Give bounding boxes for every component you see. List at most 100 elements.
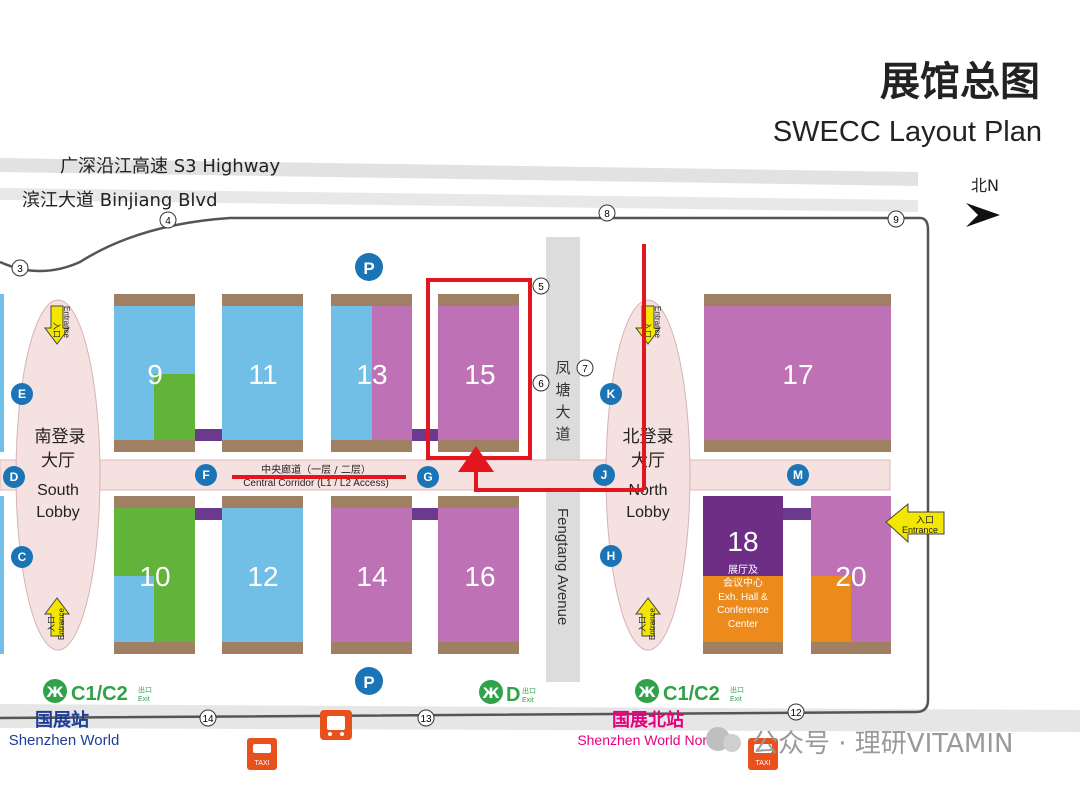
svg-text:13: 13 — [420, 714, 432, 725]
hall-10-label: 10 — [139, 561, 170, 592]
svg-text:C: C — [18, 550, 27, 564]
svg-text:Entrance: Entrance — [902, 525, 938, 535]
highway-label: 广深沿江高速 S3 Highway — [60, 156, 280, 177]
hall-14[interactable]: 14 — [331, 496, 412, 654]
svg-text:Exit: Exit — [522, 697, 534, 704]
hall-13-label: 13 — [356, 359, 387, 390]
gate-6-marker: 6 — [532, 374, 550, 392]
svg-text:TAXI: TAXI — [254, 760, 269, 767]
taxi-north-icon: TAXI — [748, 738, 778, 770]
hall-15[interactable]: 15 — [438, 294, 519, 452]
svg-text:H: H — [607, 549, 616, 563]
hall-13[interactable]: 13 — [331, 294, 412, 452]
bus-icon — [320, 710, 352, 740]
hall-18-sub-en-2: Conference — [717, 605, 769, 616]
corridor-label-en: Central Corridor (L1 / L2 Access) — [243, 478, 389, 489]
hall-15-label: 15 — [464, 359, 495, 390]
metro-exit-c1c2-south: Ж C1/C2 出口 Exit — [43, 679, 152, 705]
hall-18-sub-cn-1: 展厅及 — [728, 564, 758, 576]
gate-12-marker: 12 — [787, 703, 805, 721]
gate-5-marker: 5 — [532, 277, 550, 295]
hall-12-label: 12 — [247, 561, 278, 592]
svg-text:道: 道 — [555, 425, 570, 443]
metro-exit-d: Ж D 出口 Exit — [479, 680, 536, 706]
svg-text:Entrance: Entrance — [57, 607, 66, 640]
svg-text:大: 大 — [555, 403, 570, 421]
hall-18[interactable]: 18 展厅及 会议中心 Exh. Hall & Conference Cente… — [703, 496, 783, 654]
station-south-cn: 国展站 — [35, 709, 89, 731]
svg-text:D: D — [10, 470, 19, 484]
svg-text:公众号 · 理研VITAMIN: 公众号 · 理研VITAMIN — [752, 729, 1013, 759]
hall-9-label: 9 — [147, 359, 163, 390]
entrance-north-top-icon: 入口 Entrance — [635, 305, 662, 345]
svg-text:入口: 入口 — [916, 515, 934, 526]
gate-14-marker: 14 — [199, 709, 217, 727]
svg-text:出口: 出口 — [138, 685, 152, 694]
hall-18-sub-cn-2: 会议中心 — [723, 576, 763, 589]
hall-20-label: 20 — [835, 561, 866, 592]
svg-text:8: 8 — [604, 209, 610, 220]
svg-text:Entrance: Entrance — [648, 607, 657, 640]
hall-11[interactable]: 11 — [222, 294, 303, 452]
taxi-south-icon: TAXI — [247, 738, 277, 770]
metro-exit-c1c2-north: Ж C1/C2 出口 Exit — [635, 679, 744, 705]
hall-14-label: 14 — [356, 561, 387, 592]
svg-text:14: 14 — [202, 714, 214, 725]
parking-top-icon: P — [355, 253, 383, 281]
binjiang-label: 滨江大道 Binjiang Blvd — [22, 190, 218, 211]
entrance-south-top-icon: 入口 Entrance — [44, 305, 71, 345]
svg-text:G: G — [423, 470, 432, 484]
hall-17[interactable]: 17 — [704, 294, 891, 452]
svg-text:出口: 出口 — [730, 685, 744, 694]
svg-text:南登录: 南登录 — [35, 427, 86, 447]
hall-20[interactable]: 20 — [811, 496, 891, 654]
svg-text:9: 9 — [893, 215, 899, 226]
marker-m-icon: M — [787, 464, 809, 486]
hall-12[interactable]: 12 — [222, 496, 303, 654]
south-road — [0, 704, 1080, 732]
svg-text:Ж: Ж — [482, 686, 499, 702]
svg-text:Lobby: Lobby — [626, 504, 670, 521]
entrance-south-bottom-icon: 入口 Entrance — [44, 597, 70, 640]
hall-16-label: 16 — [464, 561, 495, 592]
svg-text:North: North — [628, 482, 667, 499]
svg-text:塘: 塘 — [555, 381, 570, 399]
svg-text:6: 6 — [538, 379, 544, 390]
svg-text:E: E — [18, 387, 26, 401]
gate-4-marker: 4 — [159, 211, 177, 229]
svg-text:出口: 出口 — [522, 686, 536, 695]
highway-road — [0, 158, 918, 186]
svg-text:F: F — [202, 468, 209, 482]
hall-16[interactable]: 16 — [438, 496, 519, 654]
svg-text:C1/C2: C1/C2 — [663, 683, 720, 705]
marker-f-icon: F — [195, 464, 217, 486]
svg-text:入口: 入口 — [638, 616, 647, 632]
hall-cut-left-bottom — [0, 496, 4, 654]
hall-connectors — [195, 429, 811, 520]
svg-text:北登录: 北登录 — [623, 427, 674, 447]
gate-8-marker: 8 — [598, 204, 616, 222]
compass-label: 北N — [971, 176, 999, 195]
hall-9[interactable]: 9 — [114, 294, 195, 452]
hall-18-label: 18 — [727, 526, 758, 557]
south-lobby-label: 南登录 大厅 South Lobby — [35, 427, 86, 521]
svg-text:South: South — [37, 482, 79, 499]
svg-text:P: P — [363, 673, 374, 692]
station-north-en: Shenzhen World North — [577, 732, 718, 748]
hall-10[interactable]: 10 — [114, 496, 195, 654]
svg-text:入口: 入口 — [643, 322, 652, 338]
svg-text:凤: 凤 — [555, 359, 570, 377]
marker-j-icon: J — [593, 464, 615, 486]
parking-bottom-icon: P — [355, 667, 383, 695]
svg-text:4: 4 — [165, 216, 171, 227]
svg-text:M: M — [793, 468, 803, 482]
svg-text:Exit: Exit — [138, 696, 150, 703]
svg-text:大厅: 大厅 — [631, 451, 665, 471]
gate-9-marker: 9 — [887, 210, 905, 228]
gate-3-marker: 3 — [11, 259, 29, 277]
station-north-cn: 国展北站 — [612, 709, 684, 731]
corridor-label-cn: 中央廊道（一层 / 二层） — [261, 463, 371, 476]
svg-text:Ж: Ж — [638, 685, 655, 701]
svg-text:Entrance: Entrance — [62, 306, 71, 339]
